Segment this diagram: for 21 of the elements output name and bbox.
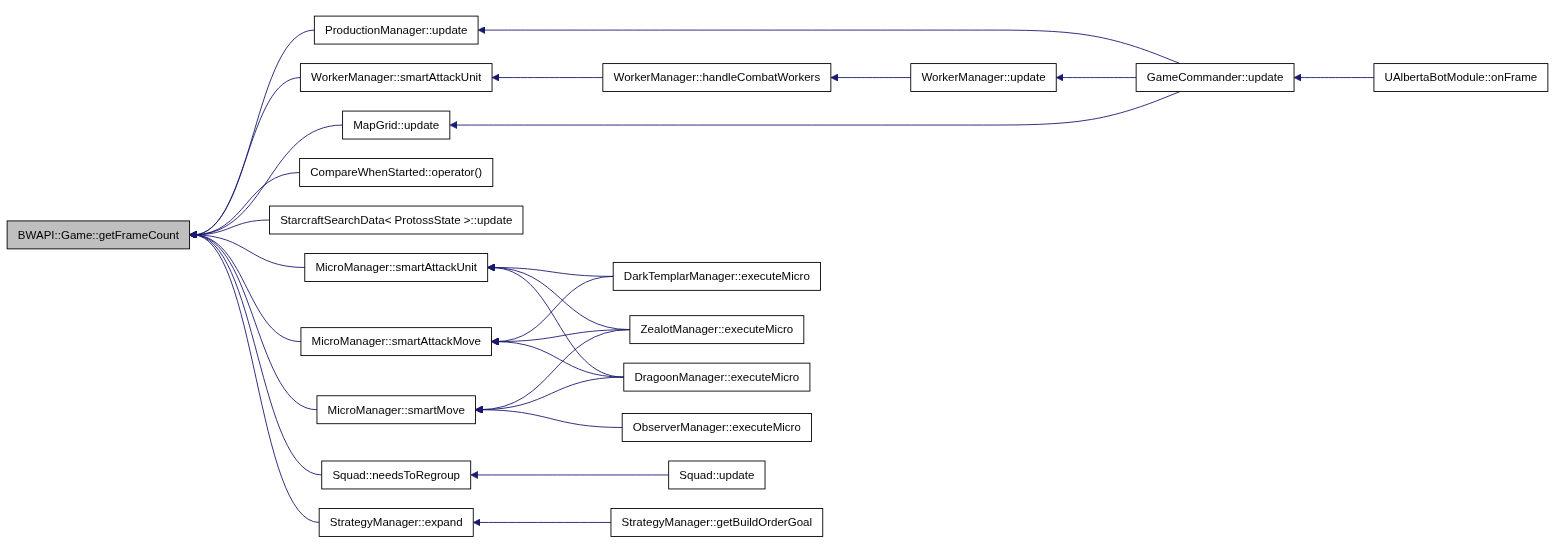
node-box: Squad::update <box>668 460 766 490</box>
node-box: StrategyManager::getBuildOrderGoal <box>610 507 824 537</box>
node-box: ZealotManager::executeMicro <box>629 314 805 344</box>
node-box: GameCommander::update <box>1135 62 1295 92</box>
node-box: CompareWhenStarted::operator() <box>299 157 494 187</box>
node-box: MicroManager::smartMove <box>316 395 476 424</box>
node-box: BWAPI::Game::getFrameCount <box>6 220 191 250</box>
node-box: MicroManager::smartAttackMove <box>300 326 492 356</box>
node-box: StrategyManager::expand <box>318 507 474 537</box>
node-box: MapGrid::update <box>342 110 451 140</box>
node-box: MicroManager::smartAttackUnit <box>304 252 489 282</box>
node-box: ObserverManager::executeMicro <box>621 412 812 442</box>
node-box: UAlbertaBotModule::onFrame <box>1373 62 1549 92</box>
node-box: ProductionManager::update <box>313 15 479 45</box>
node-box: DragoonManager::executeMicro <box>623 362 811 392</box>
node-box: StarcraftSearchData< ProtossState >::update <box>269 205 524 235</box>
node-box: DarkTemplarManager::executeMicro <box>612 261 821 291</box>
node-box: Squad::needsToRegroup <box>321 460 472 490</box>
node-box: WorkerManager::smartAttackUnit <box>299 62 493 92</box>
node-box: WorkerManager::update <box>910 62 1057 92</box>
node-box: WorkerManager::handleCombatWorkers <box>602 62 832 92</box>
